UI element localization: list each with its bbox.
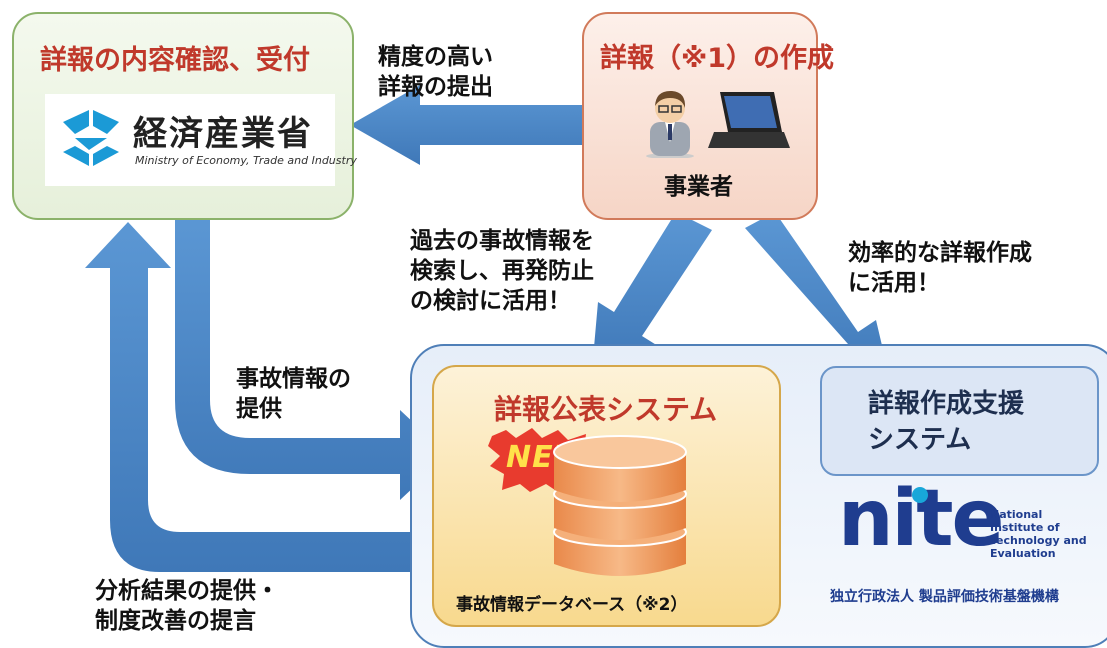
database-icon [553, 435, 687, 576]
meti-emblem-icon [63, 110, 119, 166]
submit-arrow [350, 85, 610, 165]
company-actor-label: 事業者 [664, 174, 733, 200]
db-caption: 事故情報データベース（※2） [456, 595, 688, 615]
company-box-title: 詳報（※1）の作成 [600, 43, 835, 74]
search-label: 過去の事故情報を 検索し、再発防止 の検討に活用！ [410, 228, 594, 314]
meti-logo: 経済産業省 Ministry of Economy, Trade and Ind… [45, 94, 357, 186]
nite-dot-icon [912, 487, 928, 503]
support-system-title: 詳報作成支援 システム [868, 389, 1025, 455]
provide-label: 事故情報の 提供 [236, 366, 351, 422]
businessperson-icon [646, 90, 694, 158]
efficient-label: 効率的な詳報作成 に活用！ [848, 240, 1032, 296]
submit-label: 精度の高い 詳報の提出 [378, 44, 493, 100]
laptop-icon [708, 92, 790, 148]
nite-line1: National [990, 508, 1043, 521]
provide-arrow [175, 216, 448, 500]
nite-line4: Evaluation [990, 547, 1056, 560]
meti-logo-name: 経済産業省 [133, 114, 313, 154]
feedback-label: 分析結果の提供・ 制度改善の提言 [95, 578, 279, 634]
meti-logo-sub: Ministry of Economy, Trade and Industry [135, 154, 357, 167]
nite-full-name: National Institute of Technology and Eva… [990, 508, 1087, 560]
public-system-title: 詳報公表システム [494, 393, 718, 426]
nite-line3: Technology and [990, 534, 1087, 547]
search-arrow [592, 212, 712, 370]
feedback-arrow [85, 222, 410, 572]
support-system-box [820, 366, 1099, 476]
nite-line2: Institute of [990, 521, 1060, 534]
meti-box-title: 詳報の内容確認、受付 [40, 45, 310, 76]
nite-org-jp: 独立行政法人 製品評価技術基盤機構 [830, 589, 1059, 605]
